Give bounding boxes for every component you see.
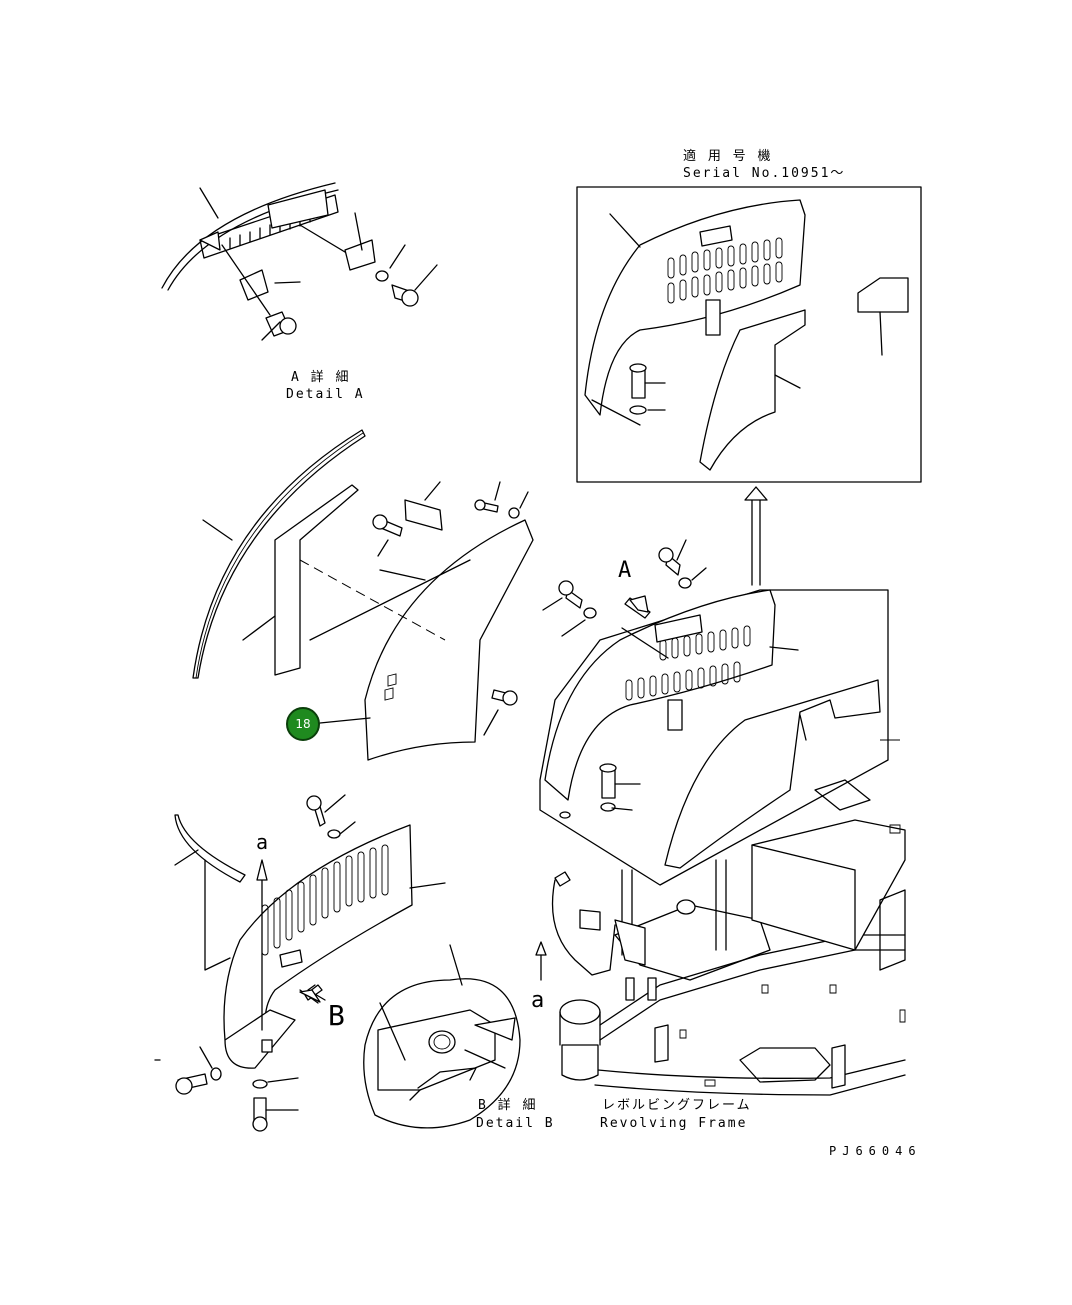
part-callout-18[interactable]: 18 — [286, 707, 320, 741]
left-exploded-parts — [192, 429, 534, 761]
frame-label-en: Revolving Frame — [600, 1116, 748, 1131]
detail-a-label-en: Detail A — [286, 387, 365, 402]
section-arrow-a-left: a — [256, 830, 271, 854]
section-arrow-a-right: a — [531, 988, 547, 1013]
frame-label-jp: レボルビングフレーム — [602, 1098, 752, 1113]
view-a-arrow — [629, 595, 649, 613]
view-a-marker: A — [618, 558, 634, 583]
direction-arrow — [744, 486, 768, 586]
revolving-frame-drawing — [551, 739, 906, 1096]
view-b-marker: B — [328, 999, 347, 1032]
main-assembly — [539, 539, 889, 886]
detail-b-drawing — [363, 941, 547, 1129]
detail-a-drawing — [161, 182, 438, 341]
view-b-arrow — [299, 989, 321, 1003]
serial-detail-frame — [576, 186, 922, 483]
serial-label-en: Serial No.10951～ — [683, 166, 846, 181]
drawing-number: PJ66046 — [829, 1144, 922, 1158]
detail-b-label-jp: B 詳 細 — [478, 1098, 538, 1113]
detail-b-label-en: Detail B — [476, 1116, 555, 1131]
detail-a-label-jp: A 詳 細 — [291, 370, 351, 385]
serial-label-jp: 適 用 号 機 — [683, 149, 773, 164]
serial-detail-drawing — [584, 199, 909, 471]
